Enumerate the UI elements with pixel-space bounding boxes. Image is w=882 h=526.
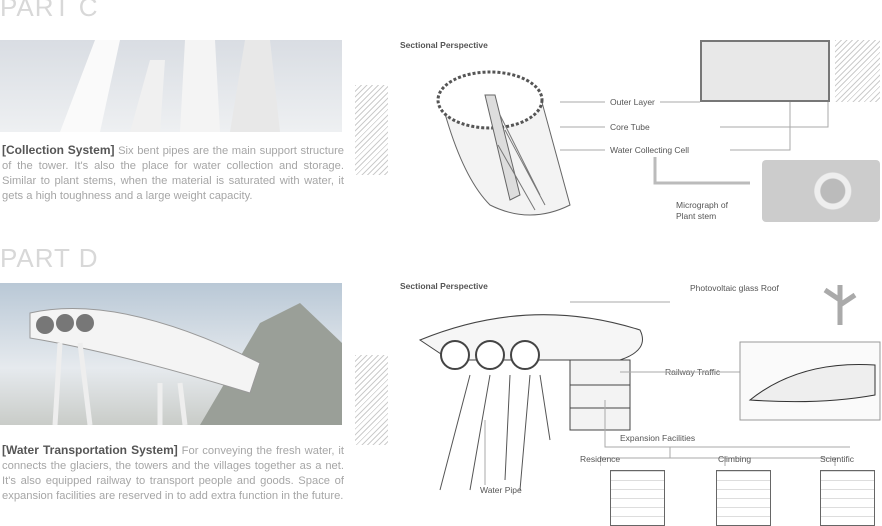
- tower-photo: [0, 40, 342, 132]
- label-scientific: Scientific: [820, 454, 855, 464]
- label-expansion: Expansion Facilities: [620, 433, 696, 443]
- layer-detail-hatch: [835, 40, 880, 102]
- hatch-decoration: [355, 85, 388, 175]
- label-outer-layer: Outer Layer: [610, 97, 655, 107]
- part-d-title: PART D: [0, 243, 99, 273]
- bridge-photo: [0, 283, 342, 425]
- hatch-decoration: [355, 355, 388, 445]
- train-drawing: [620, 341, 881, 421]
- branch-icon: [800, 280, 880, 330]
- label-climbing: Climbing: [718, 454, 752, 464]
- scientific-module-icon: [820, 470, 875, 526]
- transport-body: For conveying the fresh water, it connec…: [2, 445, 344, 502]
- collection-system-text: [Collection System] Six bent pipes are t…: [2, 143, 344, 204]
- collection-heading: [Collection System]: [2, 143, 115, 157]
- micrograph-label: Micrograph of Plant stem: [676, 200, 728, 221]
- label-water-cell: Water Collecting Cell: [610, 145, 690, 155]
- climbing-module-icon: [716, 470, 771, 526]
- label-core-tube: Core Tube: [610, 122, 650, 132]
- layer-detail-drawing: [700, 40, 830, 102]
- label-water-pipe: Water Pipe: [480, 485, 522, 495]
- tube-section-drawing: [436, 70, 571, 216]
- micrograph-image: [762, 160, 880, 222]
- transport-heading: [Water Transportation System]: [2, 443, 178, 457]
- section-title-c: Sectional Perspective: [400, 40, 488, 50]
- label-photovoltaic-roof: Photovoltaic glass Roof: [690, 283, 779, 293]
- label-residence: Residence: [580, 454, 621, 464]
- part-c-title: PART C: [0, 0, 99, 22]
- collection-body: Six bent pipes are the main support stru…: [2, 145, 345, 202]
- section-title-d: Sectional Perspective: [400, 281, 488, 291]
- water-transport-text: [Water Transportation System] For convey…: [2, 443, 344, 504]
- residence-module-icon: [610, 470, 665, 526]
